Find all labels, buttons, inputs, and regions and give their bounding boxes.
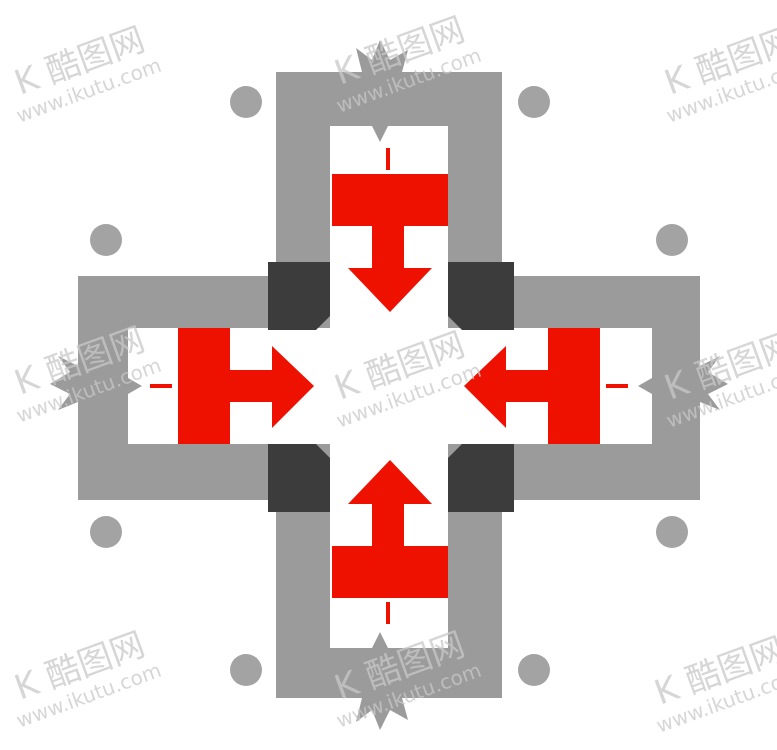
dot xyxy=(518,86,550,118)
arrow-right-icon xyxy=(150,328,314,444)
arrow-up-icon xyxy=(332,460,448,624)
corner-block-bottom-left xyxy=(268,444,330,512)
arrow-left-icon xyxy=(464,328,628,444)
top-burst xyxy=(356,40,408,72)
corner-block-top-left xyxy=(268,262,330,330)
dot xyxy=(230,654,262,686)
dot xyxy=(230,86,262,118)
corner-blocks xyxy=(268,262,514,512)
bottom-burst xyxy=(356,698,408,730)
inner-notches xyxy=(128,126,652,648)
dot xyxy=(518,654,550,686)
corner-block-top-right xyxy=(448,262,514,330)
arrows xyxy=(150,148,628,624)
right-burst xyxy=(700,356,728,410)
dot xyxy=(90,224,122,256)
arrow-down-icon xyxy=(332,148,448,312)
burst-marks xyxy=(50,40,728,730)
corner-block-bottom-right xyxy=(448,444,514,512)
dot xyxy=(656,224,688,256)
decor-dots xyxy=(90,86,688,686)
dot xyxy=(656,516,688,548)
dot xyxy=(90,516,122,548)
left-burst xyxy=(50,356,78,410)
